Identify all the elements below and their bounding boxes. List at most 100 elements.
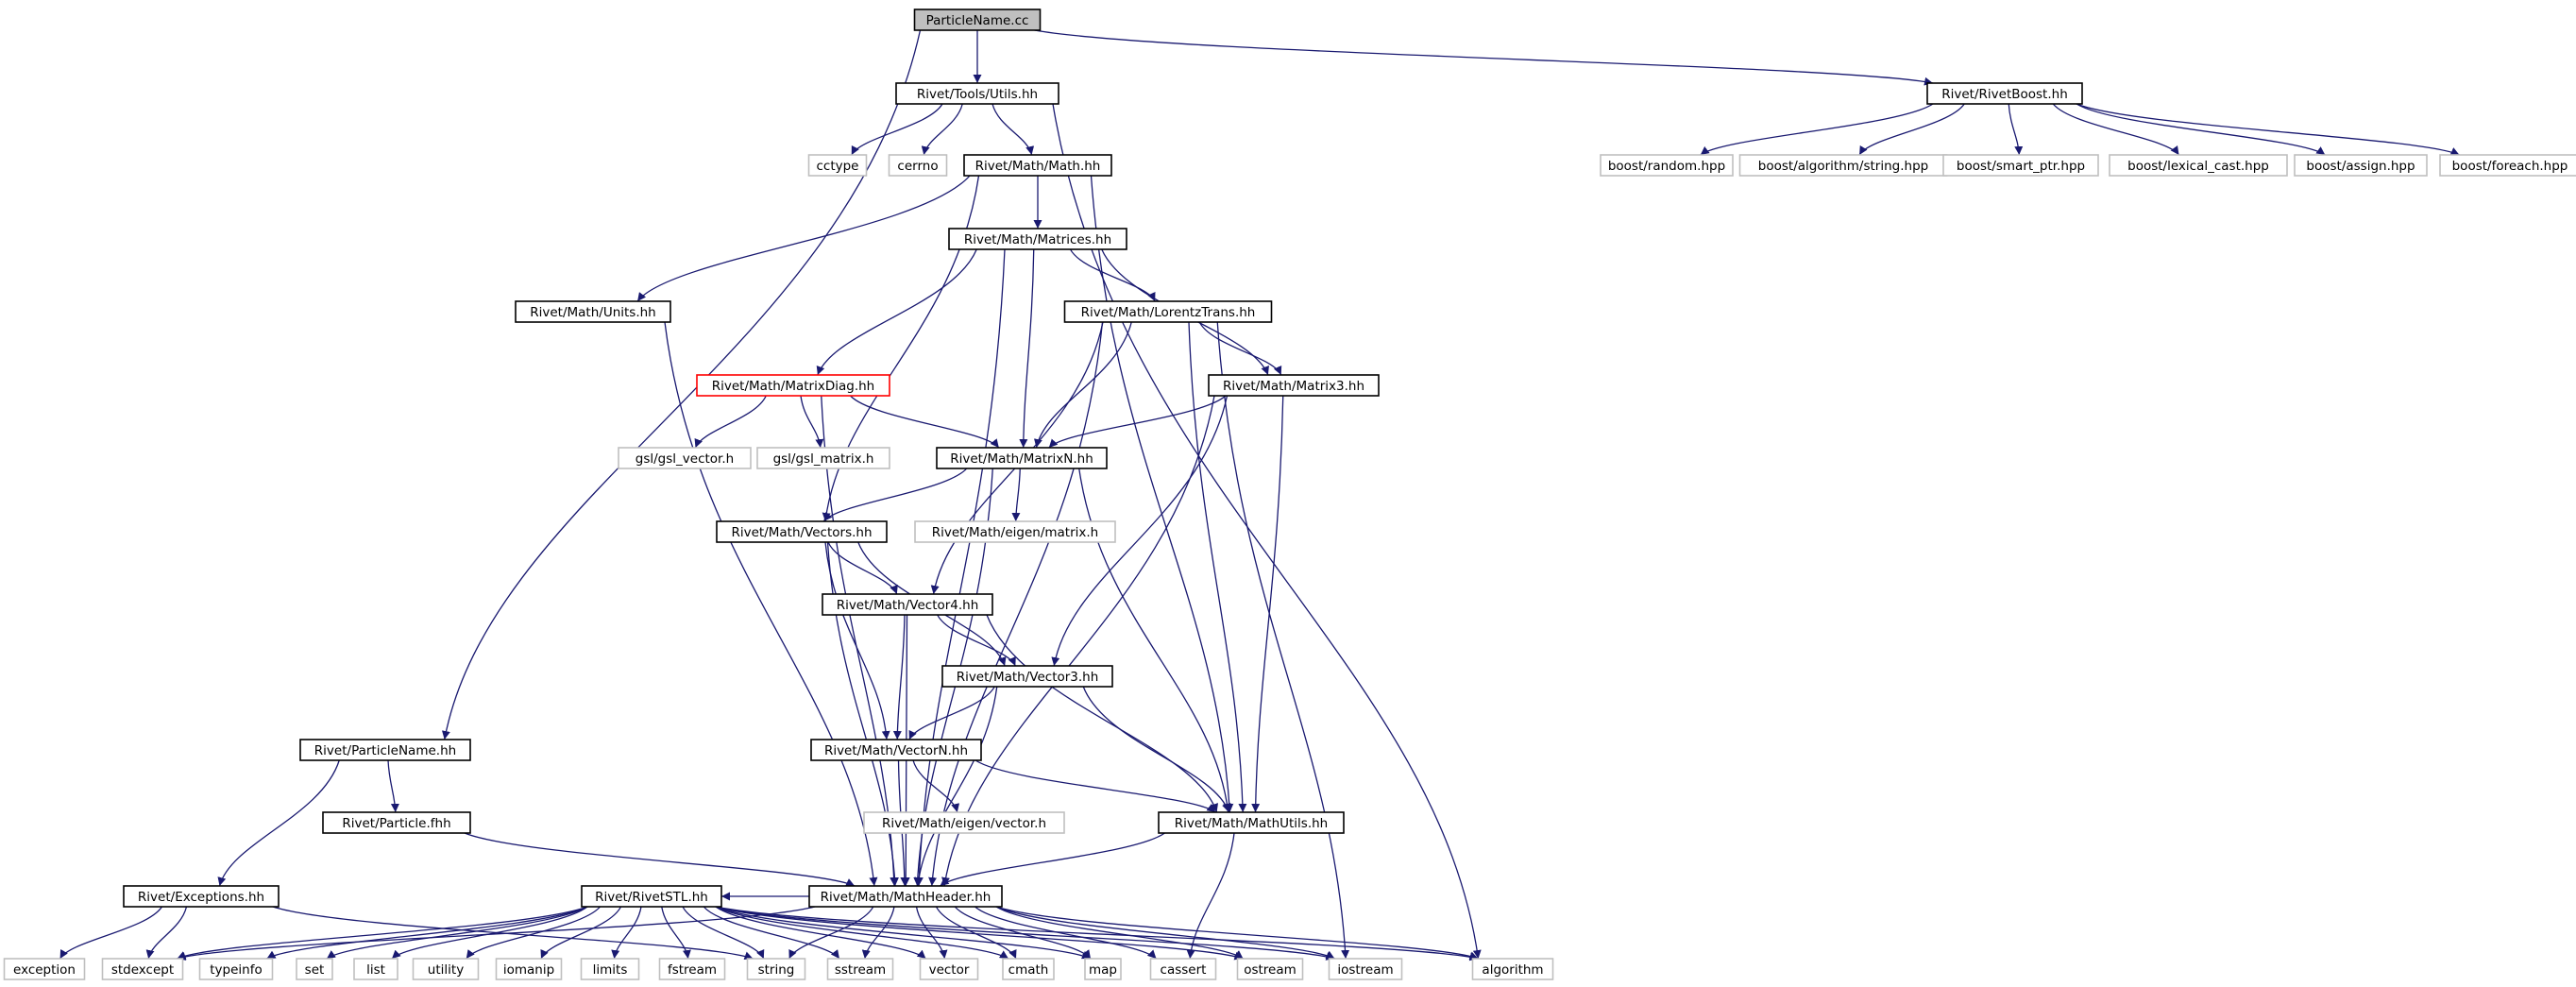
node-box (1926, 82, 2083, 105)
node-list: list (353, 958, 398, 980)
edge-vectors-to-vector4 (827, 541, 898, 595)
edge-lorentz-to-iostream (1216, 321, 1350, 960)
edge-matrix3-to-matrixn (1048, 395, 1227, 449)
edge-vector3-to-mathutils (1082, 686, 1230, 813)
node-particlename-cc[interactable]: ParticleName.cc (913, 9, 1042, 31)
node-box (746, 958, 806, 980)
node-boost-random: boost/random.hpp (1600, 154, 1734, 177)
edge-rivetboost-to-boost-assign (2076, 103, 2326, 156)
edge-mathheader-to-string (788, 906, 874, 960)
edge-mathutils-to-mathheader (940, 832, 1165, 887)
node-lorentz[interactable]: Rivet/Math/LorentzTrans.hh (1063, 300, 1273, 323)
node-box (826, 958, 894, 980)
node-map: map (1084, 958, 1122, 980)
edge-tools-utils-to-cctype (851, 103, 943, 156)
node-matrix3[interactable]: Rivet/Math/Matrix3.hh (1208, 374, 1380, 397)
node-vectors[interactable]: Rivet/Math/Vectors.hh (716, 520, 888, 543)
node-label: Rivet/Math/MathUtils.hh (1175, 816, 1328, 831)
node-label: Rivet/Math/VectorN.hh (824, 743, 968, 758)
edge-exceptions-to-exception (59, 906, 163, 960)
node-rivetboost[interactable]: Rivet/RivetBoost.hh (1926, 82, 2083, 105)
edge-mathheader-to-cmath (935, 906, 1017, 960)
node-vector4[interactable]: Rivet/Math/Vector4.hh (822, 593, 993, 616)
node-label: boost/lexical_cast.hpp (2127, 159, 2269, 174)
node-box (658, 958, 726, 980)
node-label: ParticleName.cc (926, 13, 1029, 28)
edge-mathheader-to-cassert (974, 906, 1157, 960)
node-box (322, 811, 471, 834)
node-box (1002, 958, 1055, 980)
node-matrixdiag[interactable]: Rivet/Math/MatrixDiag.hh (696, 374, 890, 397)
node-box (353, 958, 398, 980)
node-box (1208, 374, 1380, 397)
edge-rivetstl-to-limits (611, 906, 642, 960)
node-mathutils[interactable]: Rivet/Math/MathUtils.hh (1158, 811, 1345, 834)
node-vectorn[interactable]: Rivet/Math/VectorN.hh (810, 739, 982, 761)
node-mathheader[interactable]: Rivet/Math/MathHeader.hh (808, 885, 1003, 908)
node-label: ostream (1244, 962, 1296, 978)
node-box (495, 958, 563, 980)
node-label: set (305, 962, 325, 978)
node-box (913, 9, 1042, 31)
node-box (895, 82, 1059, 105)
node-box (948, 228, 1127, 250)
node-vector3[interactable]: Rivet/Math/Vector3.hh (941, 665, 1113, 688)
node-label: Rivet/Math/Matrix3.hh (1223, 379, 1364, 394)
node-label: boost/smart_ptr.hpp (1957, 159, 2085, 174)
edge-rivetstl-to-set (326, 906, 588, 960)
node-box (2439, 154, 2576, 177)
edge-mathheader-to-algorithm (995, 906, 1479, 961)
node-box (580, 958, 640, 980)
node-box (2109, 154, 2288, 177)
node-sstream: sstream (826, 958, 894, 980)
edge-tools-utils-to-math-hh (991, 103, 1035, 156)
node-boost-lexical: boost/lexical_cast.hpp (2109, 154, 2288, 177)
edge-matrixn-to-mathutils (1078, 468, 1232, 813)
node-units[interactable]: Rivet/Math/Units.hh (515, 300, 671, 323)
node-label: Rivet/Math/Matrices.hh (964, 232, 1111, 247)
edge-rivetstl-to-string (682, 906, 765, 960)
node-box (888, 154, 948, 177)
node-box (716, 520, 888, 543)
node-particlename-hh[interactable]: Rivet/ParticleName.hh (299, 739, 471, 761)
node-label: cmath (1008, 962, 1049, 978)
edge-rivetstl-to-algorithm (715, 906, 1479, 961)
node-exceptions[interactable]: Rivet/Exceptions.hh (123, 885, 280, 908)
node-label: utility (428, 962, 464, 978)
node-string: string (746, 958, 806, 980)
node-label: Rivet/RivetBoost.hh (1941, 87, 2068, 102)
edge-rivetstl-to-cmath (715, 906, 1009, 960)
edge-matrix3-to-vector3 (1051, 395, 1229, 667)
node-box (756, 447, 890, 469)
node-box (808, 885, 1003, 908)
node-box (1149, 958, 1217, 980)
edge-particlename-cc-to-rivetboost (1034, 29, 1934, 86)
node-matrices[interactable]: Rivet/Math/Matrices.hh (948, 228, 1127, 250)
node-label: cctype (816, 159, 858, 174)
edge-lorentz-to-mathutils (1188, 321, 1247, 813)
edge-rivetboost-to-boost-algo (1858, 103, 1965, 156)
node-utility: utility (412, 958, 480, 980)
edge-tools-utils-to-cerrno (921, 103, 963, 156)
node-particle-fhh[interactable]: Rivet/Particle.fhh (322, 811, 471, 834)
node-vector: vector (919, 958, 979, 980)
edge-matrix3-to-mathutils (1251, 395, 1284, 813)
node-label: Rivet/Particle.fhh (342, 816, 450, 831)
edge-matrixdiag-to-matrixn (850, 395, 1000, 449)
node-label: map (1089, 962, 1117, 978)
edge-rivetstl-to-vector (715, 906, 926, 960)
node-box (198, 958, 274, 980)
node-label: stdexcept (111, 962, 174, 978)
node-rivetstl[interactable]: Rivet/RivetSTL.hh (581, 885, 722, 908)
node-tools-utils[interactable]: Rivet/Tools/Utils.hh (895, 82, 1059, 105)
node-label: limits (593, 962, 628, 978)
node-label: vector (929, 962, 970, 978)
edge-particlename-hh-to-exceptions (217, 759, 340, 887)
edge-rivetboost-to-boost-lexical (2052, 103, 2180, 156)
edges-layer (59, 29, 2460, 961)
node-box (822, 593, 993, 616)
node-math-hh[interactable]: Rivet/Math/Math.hh (963, 154, 1112, 177)
node-algorithm: algorithm (1471, 958, 1554, 980)
node-matrixn[interactable]: Rivet/Math/MatrixN.hh (936, 447, 1108, 469)
edge-mathheader-to-vector (915, 906, 948, 960)
